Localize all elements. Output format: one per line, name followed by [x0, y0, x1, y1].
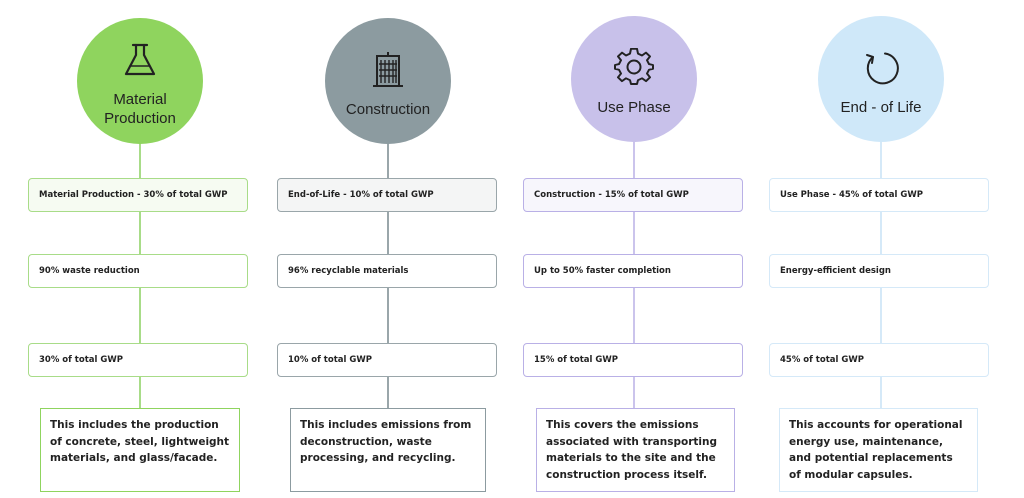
metric-box: 96% recyclable materials	[277, 254, 497, 288]
stage-circle: Construction	[325, 18, 451, 144]
stage-title: End - of Life	[840, 98, 922, 116]
column-material-production: Material Production Material Production …	[28, 0, 268, 498]
stage-description: This includes emissions from deconstruct…	[290, 408, 486, 492]
total-gwp-box: 10% of total GWP	[277, 343, 497, 377]
stage-description: This accounts for operational energy use…	[779, 408, 978, 492]
flask-icon	[124, 43, 156, 76]
column-use-phase: Use Phase Construction - 15% of total GW…	[523, 0, 763, 498]
gear-icon	[614, 47, 654, 85]
gwp-share-box: End-of-Life - 10% of total GWP	[277, 178, 497, 212]
stage-title: Construction	[345, 100, 431, 118]
column-end-of-life: End - of Life Use Phase - 45% of total G…	[769, 0, 1009, 498]
total-gwp-box: 15% of total GWP	[523, 343, 743, 377]
total-gwp-box: 45% of total GWP	[769, 343, 989, 377]
metric-box: 90% waste reduction	[28, 254, 248, 288]
stage-title: Use Phase	[597, 98, 671, 116]
stage-circle: Use Phase	[571, 16, 697, 142]
stage-circle: End - of Life	[818, 16, 944, 142]
stage-description: This includes the production of concrete…	[40, 408, 240, 492]
stage-circle: Material Production	[77, 18, 203, 144]
refresh-icon	[866, 52, 899, 84]
column-construction: Construction End-of-Life - 10% of total …	[277, 0, 517, 498]
stage-description: This covers the emissions associated wit…	[536, 408, 735, 492]
building-icon	[373, 51, 403, 87]
gwp-share-box: Construction - 15% of total GWP	[523, 178, 743, 212]
gwp-share-box: Use Phase - 45% of total GWP	[769, 178, 989, 212]
stage-title: Material Production	[104, 91, 176, 127]
metric-box: Energy-efficient design	[769, 254, 989, 288]
gwp-share-box: Material Production - 30% of total GWP	[28, 178, 248, 212]
total-gwp-box: 30% of total GWP	[28, 343, 248, 377]
metric-box: Up to 50% faster completion	[523, 254, 743, 288]
